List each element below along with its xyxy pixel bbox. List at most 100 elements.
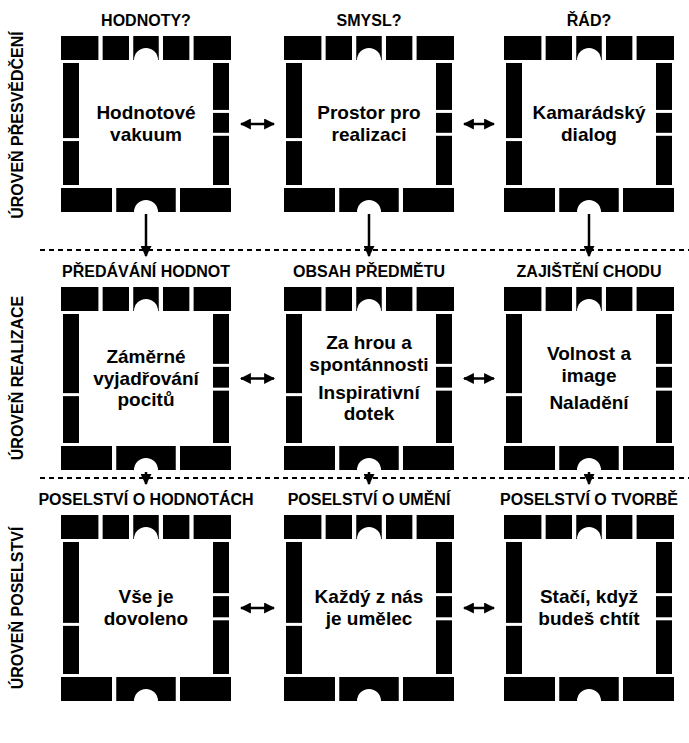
brick — [403, 677, 454, 701]
brick — [504, 446, 555, 470]
brick — [194, 515, 231, 539]
level-label: ÚROVEŇ REALIZACE — [9, 296, 27, 460]
arch-notch — [357, 299, 381, 323]
column-heading: ŘÁD? — [454, 6, 689, 36]
brick — [656, 596, 672, 617]
brick — [504, 36, 541, 60]
brick — [623, 188, 674, 212]
brick — [637, 287, 674, 311]
brick — [61, 287, 98, 311]
brick — [403, 188, 454, 212]
brick — [606, 287, 632, 311]
connector-arrow — [464, 123, 494, 126]
connector-arrow — [241, 607, 274, 610]
column-heading: POSELSTVÍ O UMĚNÍ — [234, 485, 504, 515]
brick — [506, 396, 522, 443]
brick — [403, 446, 454, 470]
column-heading: POSELSTVÍ O HODNOTÁCH — [11, 485, 281, 515]
arch-notch — [134, 689, 158, 701]
brick — [213, 620, 229, 674]
brick — [504, 677, 555, 701]
brick — [637, 36, 674, 60]
brick — [213, 113, 229, 133]
brick — [656, 314, 672, 364]
brick-frame-box: SMYSL?Prostor pro realizaci — [284, 6, 454, 212]
frame-area: Hodnotové vakuum — [61, 36, 231, 212]
frame-area: Stačí, když budeš chtít — [504, 515, 674, 701]
brick — [61, 188, 112, 212]
brick — [61, 446, 112, 470]
brick — [286, 542, 302, 623]
brick — [436, 391, 452, 443]
brick — [286, 314, 302, 393]
brick-frame-box: PŘEDÁVÁNÍ HODNOTZáměrné vyjadřování poci… — [61, 257, 231, 470]
brick — [656, 391, 672, 443]
frame-content: Volnost a imageNaladění — [504, 287, 674, 470]
arch-notch — [357, 200, 381, 212]
brick — [436, 314, 452, 364]
brick — [63, 63, 79, 138]
frame-content: Hodnotové vakuum — [61, 36, 231, 212]
brick — [436, 63, 452, 110]
column-heading: POSELSTVÍ O TVORBĚ — [454, 485, 689, 515]
brick — [506, 626, 522, 674]
brick — [386, 515, 412, 539]
level-label: ÚROVEŇ POSELSTVÍ — [9, 527, 27, 690]
brick — [213, 367, 229, 388]
brick — [656, 542, 672, 593]
connector-arrow — [464, 607, 494, 610]
brick-frame-box: ŘÁD?Kamarádský dialog — [504, 6, 674, 212]
brick-frame-box: POSELSTVÍ O HODNOTÁCHVše je dovoleno — [61, 485, 231, 701]
arch-notch — [357, 527, 381, 551]
brick — [504, 287, 541, 311]
brick — [436, 136, 452, 185]
brick — [213, 391, 229, 443]
brick — [436, 367, 452, 388]
level-label: ÚROVEŇ PŘESVĚDČENÍ — [9, 31, 27, 219]
arch-notch — [134, 48, 158, 72]
brick — [504, 515, 541, 539]
brick — [103, 36, 129, 60]
frame-content: Prostor pro realizaci — [284, 36, 454, 212]
brick — [63, 626, 79, 674]
frame-content: Za hrou a spontánnostiInspirativní dotek — [284, 287, 454, 470]
frame-area: Kamarádský dialog — [504, 36, 674, 212]
brick — [504, 188, 555, 212]
brick-frame-box: ZAJIŠTĚNÍ CHODUVolnost a imageNaladění — [504, 257, 674, 470]
brick — [656, 367, 672, 388]
frame-content: Stačí, když budeš chtít — [504, 515, 674, 701]
dashed-divider — [40, 249, 689, 251]
brick — [103, 515, 129, 539]
arch-notch — [134, 299, 158, 323]
brick — [194, 287, 231, 311]
brick — [286, 396, 302, 443]
brick — [284, 287, 321, 311]
brick — [656, 63, 672, 110]
brick-frame-box: OBSAH PŘEDMĚTUZa hrou a spontánnostiInsp… — [284, 257, 454, 470]
brick — [506, 63, 522, 138]
column-heading: SMYSL? — [234, 6, 504, 36]
brick-frame-box: POSELSTVÍ O UMĚNÍKaždý z nás je umělec — [284, 485, 454, 701]
brick — [637, 515, 674, 539]
brick — [386, 287, 412, 311]
box-text: Vše je dovoleno — [83, 586, 209, 630]
frame-area: Za hrou a spontánnostiInspirativní dotek — [284, 287, 454, 470]
arch-notch — [134, 458, 158, 470]
brick — [417, 515, 454, 539]
box-text: Volnost a image — [526, 343, 652, 387]
connector-arrow — [464, 377, 494, 380]
brick — [546, 515, 572, 539]
brick — [61, 515, 98, 539]
brick — [326, 287, 352, 311]
column-heading: HODNOTY? — [11, 6, 281, 36]
brick — [506, 314, 522, 393]
brick — [284, 677, 335, 701]
frame-area: Prostor pro realizaci — [284, 36, 454, 212]
connector-arrow — [241, 123, 274, 126]
arch-notch — [577, 689, 601, 701]
brick — [63, 542, 79, 623]
arch-notch — [577, 527, 601, 551]
brick — [506, 141, 522, 185]
connector-arrow — [241, 377, 274, 380]
